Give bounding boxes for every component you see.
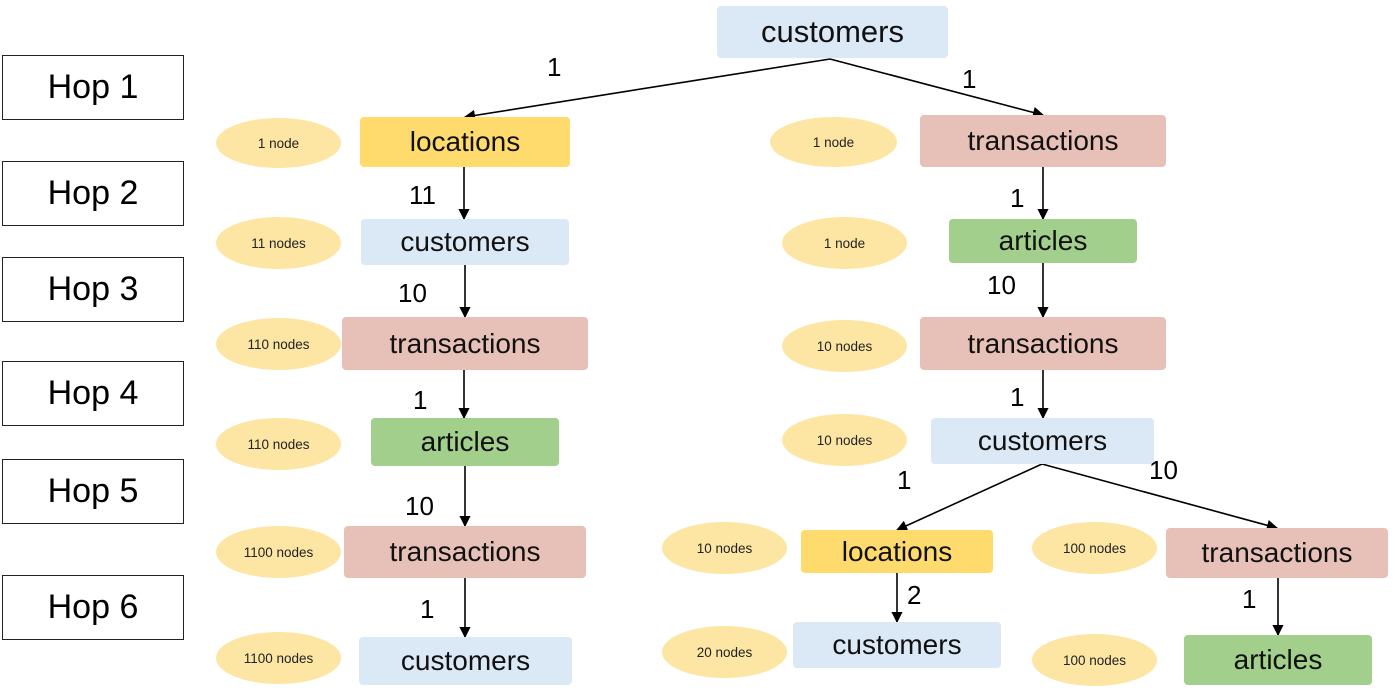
node-left-h6-customers: customers: [359, 637, 572, 685]
count-right-a-h5: 10 nodes: [662, 522, 787, 574]
edge-label-locations-customers: 2: [907, 580, 922, 610]
hop-1-label: Hop 1: [2, 55, 184, 120]
edge-label-right-h2-h3: 10: [987, 270, 1016, 300]
edge-label-root-locations: 1: [547, 52, 562, 82]
edge-right-h4-transactions: [1041, 463, 1279, 531]
node-right-h4-customers: customers: [931, 418, 1154, 464]
hop-3-label: Hop 3: [2, 257, 184, 322]
count-right-h2: 1 node: [782, 217, 907, 269]
edge-label-transactions-articles: 1: [1242, 584, 1257, 614]
node-right-h1-transactions: transactions: [920, 115, 1166, 167]
count-right-a-h6: 20 nodes: [662, 626, 787, 678]
count-left-h2: 11 nodes: [216, 217, 341, 269]
node-left-h2-customers: customers: [361, 219, 569, 265]
node-right-b-h6-articles: articles: [1184, 635, 1372, 685]
count-left-h5: 1100 nodes: [216, 526, 341, 578]
node-left-h3-transactions: transactions: [342, 317, 588, 370]
edge-label-right-h1-h2: 1: [1010, 183, 1025, 213]
node-left-h4-articles: articles: [371, 418, 559, 466]
edge-right-h4-locations: [895, 463, 1043, 531]
count-left-h4: 110 nodes: [216, 418, 341, 470]
node-left-h1-locations: locations: [360, 117, 570, 167]
edge-label-left-h3-h4: 1: [413, 385, 428, 415]
count-left-h6: 1100 nodes: [216, 632, 341, 684]
node-right-h2-articles: articles: [949, 219, 1137, 263]
count-right-b-h6: 100 nodes: [1032, 634, 1157, 686]
hop-4-label: Hop 4: [2, 361, 184, 426]
edge-label-left-h5-h6: 1: [420, 594, 435, 624]
edge-label-left-h2-h3: 10: [398, 278, 427, 308]
count-left-h3: 110 nodes: [216, 318, 341, 370]
node-right-h3-transactions: transactions: [920, 317, 1166, 370]
count-right-h1: 1 node: [770, 117, 897, 167]
edge-root-to-transactions: [829, 58, 1045, 118]
edge-label-right-h4-locations: 1: [897, 465, 912, 495]
count-right-b-h5: 100 nodes: [1032, 522, 1157, 574]
count-right-h3: 10 nodes: [782, 320, 907, 372]
hop-2-label: Hop 2: [2, 161, 184, 226]
edge-label-right-h3-h4: 1: [1010, 382, 1025, 412]
node-right-b-h5-transactions: transactions: [1166, 528, 1388, 578]
hop-5-label: Hop 5: [2, 459, 184, 524]
node-right-a-h5-locations: locations: [801, 530, 993, 573]
count-right-h4: 10 nodes: [782, 414, 907, 466]
edge-root-to-locations: [463, 58, 831, 121]
edge-label-right-h4-transactions: 10: [1149, 455, 1178, 485]
node-root-customers: customers: [717, 6, 948, 58]
count-left-h1: 1 node: [216, 118, 341, 168]
hop-6-label: Hop 6: [2, 575, 184, 640]
edge-label-root-transactions: 1: [962, 64, 977, 94]
edge-label-left-h1-h2: 11: [409, 180, 436, 210]
node-left-h5-transactions: transactions: [344, 526, 586, 578]
node-right-a-h6-customers: customers: [793, 622, 1001, 668]
edge-label-left-h4-h5: 10: [405, 491, 434, 521]
